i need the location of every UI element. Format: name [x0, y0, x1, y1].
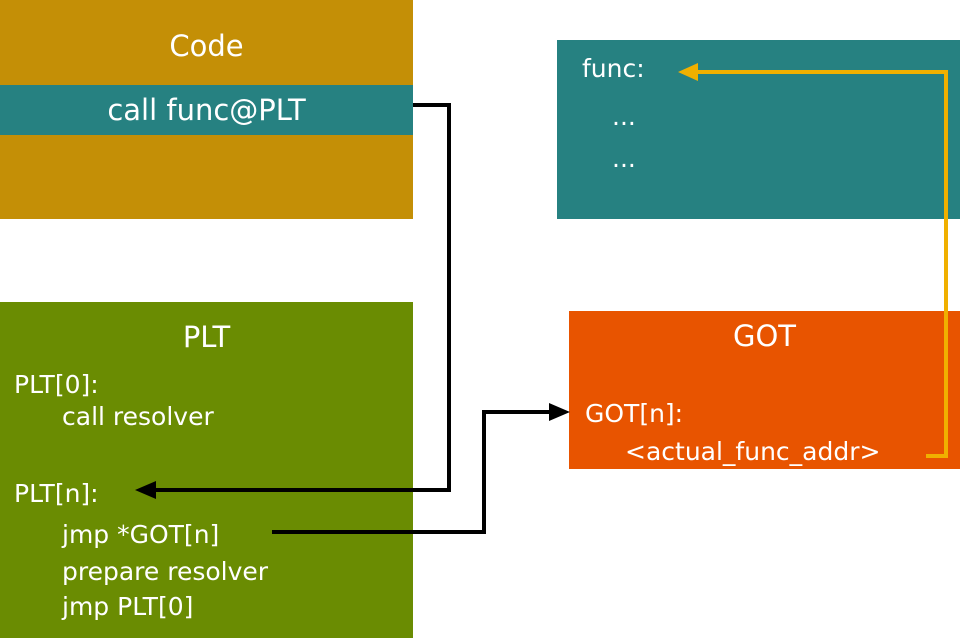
plt-entry-n-jmp-got: jmp *GOT[n]	[62, 520, 220, 549]
code-block: Code call func@PLT	[0, 0, 413, 219]
arrow-call-to-plt-n-head	[135, 481, 156, 499]
func-body-line-2: ...	[612, 144, 636, 173]
plt-title: PLT	[182, 320, 231, 354]
plt-entry-n-jmp-plt0: jmp PLT[0]	[62, 592, 194, 621]
arrow-plt-to-got	[272, 410, 552, 534]
arrow-plt-to-got-head	[549, 403, 570, 421]
got-block: GOT GOT[n]: <actual_func_addr>	[569, 311, 960, 469]
got-entry-value: <actual_func_addr>	[625, 437, 881, 466]
plt-entry-0-label: PLT[0]:	[14, 370, 99, 399]
plt-entry-0-instr: call resolver	[62, 402, 214, 431]
call-instruction-row: call func@PLT	[0, 85, 413, 135]
arrow-got-to-func	[696, 70, 948, 458]
got-entry-label: GOT[n]:	[585, 399, 684, 428]
code-title: Code	[169, 29, 244, 63]
func-block: func: ... ...	[557, 40, 960, 219]
arrow-got-to-func-head	[678, 63, 698, 81]
func-body-line-1: ...	[612, 102, 636, 131]
func-label: func:	[582, 54, 645, 83]
plt-block: PLT PLT[0]: call resolver PLT[n]: jmp *G…	[0, 302, 413, 638]
got-title: GOT	[732, 319, 796, 353]
plt-entry-n-prepare: prepare resolver	[62, 557, 269, 586]
call-instruction-text: call func@PLT	[107, 93, 306, 127]
plt-entry-n-label: PLT[n]:	[14, 479, 99, 508]
arrow-call-to-plt-n	[152, 103, 451, 492]
